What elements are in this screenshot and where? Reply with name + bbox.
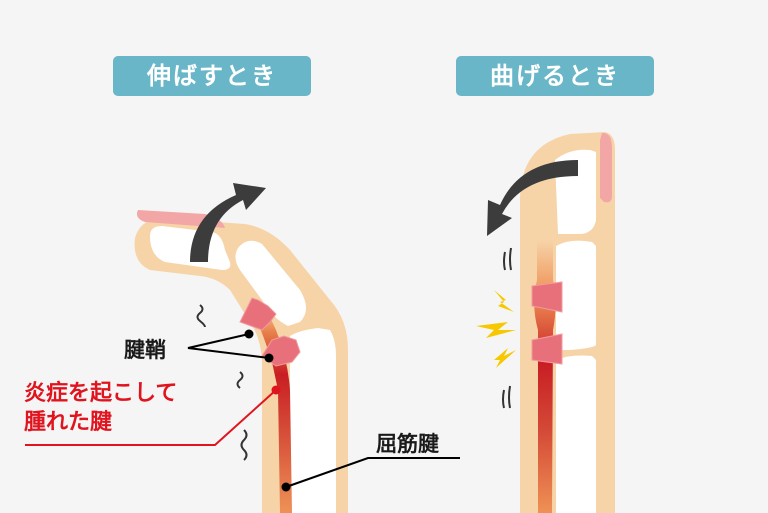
extend-panel-title: 伸ばすとき [113,56,311,96]
bend-panel-title: 曲げるとき [456,56,654,96]
bend-arrow-icon [487,160,578,236]
pain-spark-icon [476,290,516,368]
flexor-tendon-label: 屈筋腱 [376,432,439,456]
right-finger [476,132,615,513]
extend-arrow-icon [190,183,266,262]
tendon-sheath-label: 腱鞘 [124,338,166,362]
inflamed-tendon-label-line2: 腫れた腱 [24,410,113,435]
left-finger [25,210,460,513]
inflamed-tendon-label-line1: 炎症を起こして [24,381,178,406]
